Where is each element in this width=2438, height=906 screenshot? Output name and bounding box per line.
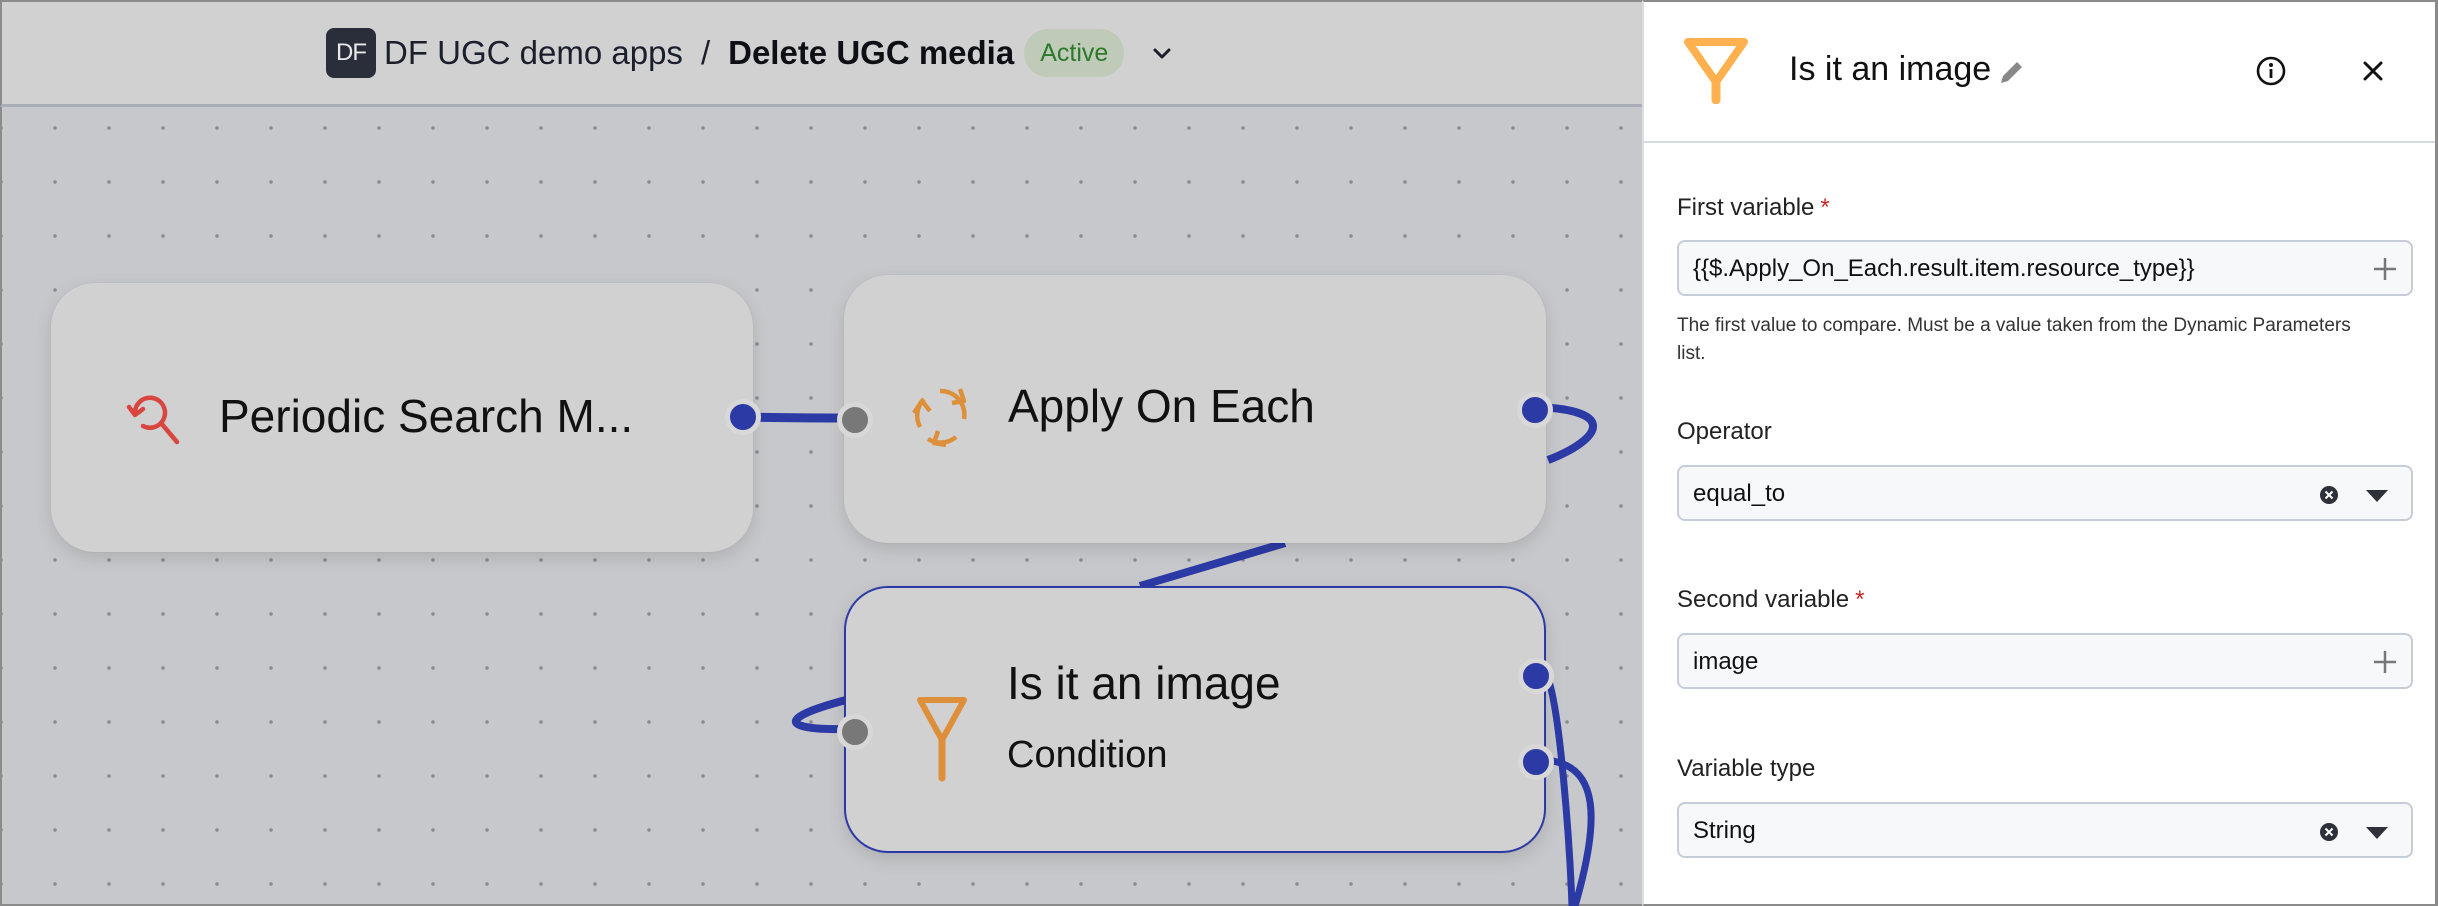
edit-pencil-icon[interactable]: [1996, 57, 2026, 87]
add-dynamic-parameter-icon[interactable]: [2371, 648, 2399, 676]
second-variable-value: image: [1693, 648, 1759, 675]
breadcrumb-org-link[interactable]: DF UGC demo apps: [384, 34, 683, 71]
output-handle[interactable]: [1517, 392, 1553, 428]
operator-select[interactable]: equal_to: [1677, 465, 2413, 521]
clear-icon[interactable]: [2319, 822, 2339, 842]
operator-label: Operator: [1677, 418, 1772, 445]
dropdown-caret-icon[interactable]: [2365, 488, 2389, 504]
second-variable-input[interactable]: image: [1677, 633, 2413, 689]
node-condition-is-it-an-image[interactable]: Is it an image Condition: [837, 586, 1554, 853]
breadcrumb: DF DF UGC demo apps / Delete UGC media A…: [326, 28, 1125, 78]
output-handle-true[interactable]: [1518, 658, 1554, 694]
variable-type-value: String: [1693, 817, 1756, 844]
chevron-down-icon[interactable]: [1150, 42, 1174, 66]
input-handle[interactable]: [837, 402, 873, 438]
first-variable-help-text: The first value to compare. Must be a va…: [1677, 315, 2351, 364]
output-handle[interactable]: [725, 399, 761, 435]
panel-header: Is it an image: [1644, 2, 2435, 143]
add-dynamic-parameter-icon[interactable]: [2371, 255, 2399, 283]
status-badge: Active: [1024, 29, 1125, 77]
close-icon[interactable]: [2356, 54, 2390, 88]
output-handle-false[interactable]: [1518, 744, 1554, 780]
node-title: Apply On Each: [1008, 380, 1315, 432]
dropdown-caret-icon[interactable]: [2365, 825, 2389, 841]
second-variable-label: Second variable*: [1677, 586, 1865, 613]
node-apply-on-each[interactable]: Apply On Each: [837, 275, 1553, 543]
flow-title: Delete UGC media: [728, 34, 1015, 71]
operator-value: equal_to: [1693, 480, 1786, 507]
input-handle[interactable]: [837, 714, 873, 750]
node-title: Periodic Search M...: [219, 390, 634, 442]
clear-icon[interactable]: [2319, 485, 2339, 505]
breadcrumb-separator: /: [700, 34, 711, 71]
filter-icon: [917, 697, 967, 782]
required-asterisk: *: [1820, 194, 1830, 221]
required-asterisk: *: [1855, 586, 1865, 613]
loop-icon: [912, 388, 967, 447]
variable-type-select[interactable]: String: [1677, 802, 2413, 858]
first-variable-label: First variable*: [1677, 194, 1830, 221]
org-avatar[interactable]: DF: [326, 28, 376, 78]
filter-icon: [1684, 38, 1748, 104]
panel-title: Is it an image: [1789, 50, 1992, 88]
variable-type-label: Variable type: [1677, 755, 1816, 782]
flow-header: DF DF UGC demo apps / Delete UGC media A…: [0, 0, 1642, 107]
info-icon[interactable]: [2254, 54, 2288, 88]
step-settings-panel: Is it an image First variable* {{$.Apply…: [1642, 0, 2438, 906]
first-variable-input[interactable]: {{$.Apply_On_Each.result.item.resource_t…: [1677, 240, 2413, 296]
first-variable-value: {{$.Apply_On_Each.result.item.resource_t…: [1693, 255, 2195, 282]
node-subtitle: Condition: [1007, 734, 1168, 776]
node-title: Is it an image: [1007, 657, 1281, 709]
periodic-search-icon: [126, 395, 180, 445]
node-periodic-search[interactable]: Periodic Search M...: [51, 283, 761, 552]
